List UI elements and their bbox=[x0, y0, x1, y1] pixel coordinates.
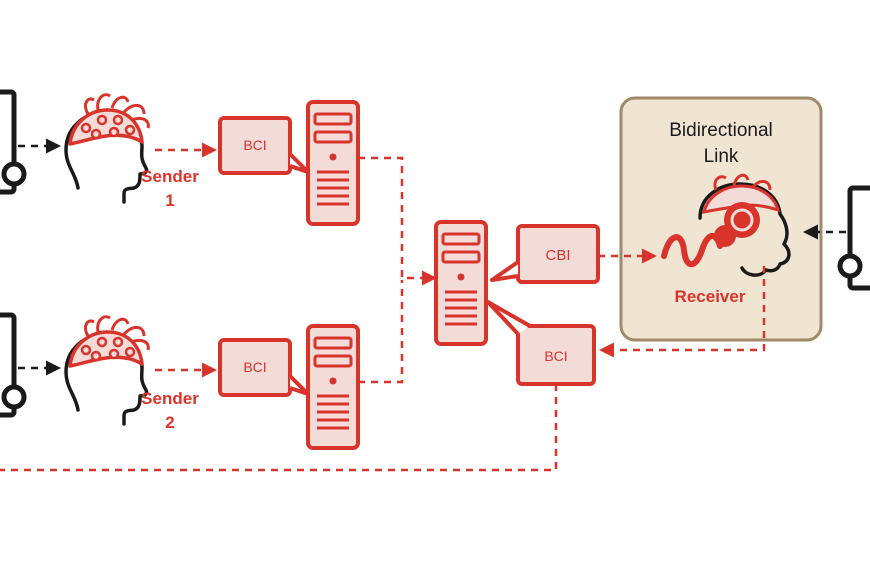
computer-tower-icon-sender2 bbox=[306, 324, 360, 450]
head-with-eeg-cap-icon-sender1 bbox=[64, 93, 151, 204]
sender2-label: Sender bbox=[141, 389, 199, 408]
sender1-number: 1 bbox=[165, 191, 174, 210]
tower1-to-hub-arrow bbox=[358, 156, 437, 286]
tower2-to-hub-line bbox=[358, 280, 404, 384]
hub-cbi-label: CBI bbox=[545, 247, 570, 264]
hub-bci-label: BCI bbox=[544, 348, 567, 364]
monitor-icon-sender2 bbox=[0, 315, 24, 415]
receiver-to-bci-arrow bbox=[599, 266, 766, 358]
monitor-icon-sender1 bbox=[0, 92, 24, 192]
link-title-line1: Bidirectional bbox=[669, 120, 773, 141]
brain-stimulation-icon bbox=[661, 173, 791, 277]
computer-tower-icon-sender1 bbox=[306, 100, 360, 226]
link-title-line2: Link bbox=[704, 146, 739, 167]
sender1-bci-box: BCI bbox=[218, 116, 310, 175]
sender2-bci-box: BCI bbox=[218, 338, 310, 397]
sender1-bci-label: BCI bbox=[243, 137, 266, 153]
head-with-eeg-cap-icon-sender2 bbox=[64, 315, 151, 426]
monitor-icon-receiver bbox=[837, 185, 870, 291]
sender1-label: Sender bbox=[141, 167, 199, 186]
hub-bci-box: BCI bbox=[486, 300, 596, 386]
feedback-to-senders-line bbox=[0, 384, 558, 472]
computer-tower-icon-hub bbox=[434, 220, 488, 346]
sender2-bci-label: BCI bbox=[243, 359, 266, 375]
hub-cbi-box: CBI bbox=[490, 224, 600, 284]
sender2-number: 2 bbox=[165, 413, 174, 432]
receiver-label: Receiver bbox=[675, 287, 746, 306]
bidirectional-link-box bbox=[619, 96, 823, 342]
